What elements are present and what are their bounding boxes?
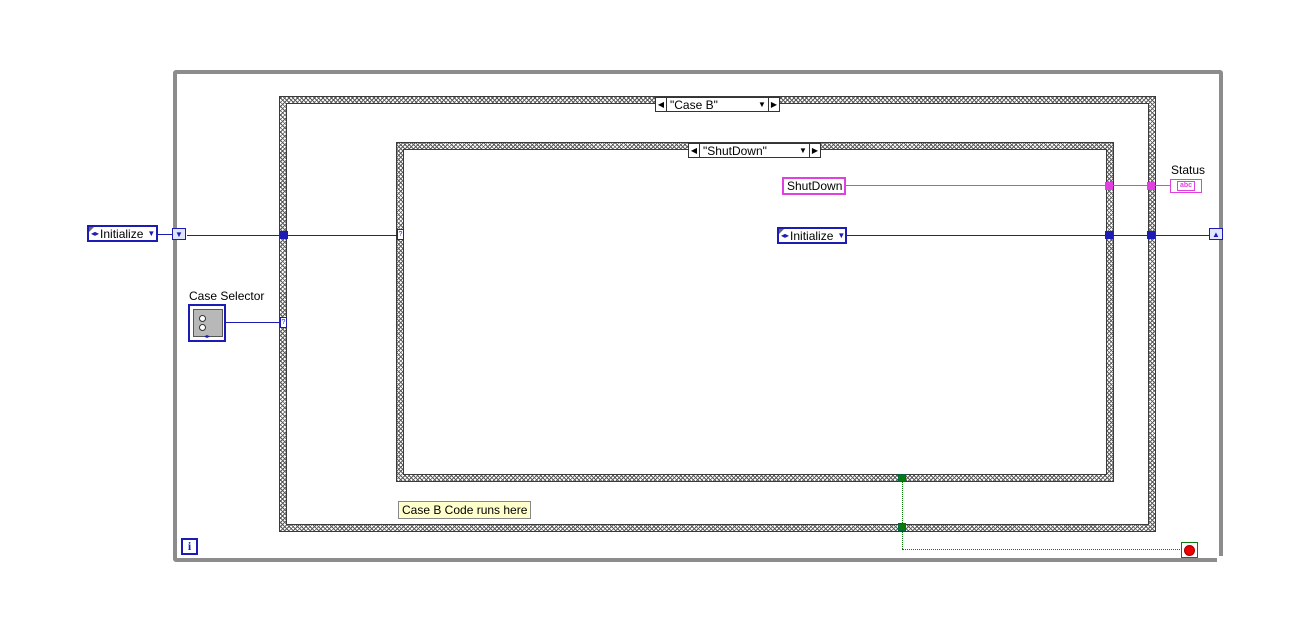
increment-case-arrow-icon[interactable]: ▶ [768,98,779,111]
tunnel-outer-enum-out[interactable] [1147,231,1155,239]
wire-status-string[interactable] [846,185,1170,186]
case-outer-selector-label[interactable]: ◀ "Case B" ▼ ▶ [655,97,780,112]
wire-case-selector[interactable] [224,322,282,323]
case-selector-terminal-outer[interactable]: ? [280,317,287,328]
case-structure-inner[interactable] [396,142,1114,482]
status-string-indicator[interactable]: abc [1170,179,1202,193]
case-inner-selector-label[interactable]: ◀ "ShutDown" ▼ ▶ [688,143,821,158]
case-selector-control[interactable]: ◂▸ [188,304,226,342]
case-selector-label: Case Selector [189,289,265,303]
wire-enum-in[interactable] [157,234,179,235]
tunnel-inner-bool-out[interactable] [898,474,906,482]
wire-enum-shift[interactable] [187,235,399,236]
chevron-down-icon[interactable]: ▼ [147,229,156,238]
wire-stop-vertical[interactable] [902,481,903,549]
radio-dot-icon [199,324,206,331]
tunnel-inner-enum-out[interactable] [1105,231,1113,239]
tunnel-outer-string-out[interactable] [1147,182,1155,190]
string-constant-shutdown[interactable]: ShutDown [782,177,846,195]
case-inner-selector-value: "ShutDown" [703,143,767,158]
enum-value: Initialize [790,228,834,243]
wire-stop-horizontal[interactable] [902,549,1182,550]
constant-corner-marker [89,227,94,232]
chevron-down-icon[interactable]: ▼ [758,100,766,109]
constant-corner-marker [779,229,784,234]
enum-value: Initialize [100,226,144,241]
enum-arrows-icon: ◂▸ [781,231,790,240]
status-indicator-label: Status [1171,163,1206,177]
tunnel-outer-bool-out[interactable] [898,523,906,531]
wire-enum-next[interactable] [846,235,1210,236]
tunnel-inner-string-out[interactable] [1105,182,1113,190]
radio-dot-icon [199,315,206,322]
ring-control-icon [193,309,223,337]
enum-constant-next-state[interactable]: ◂▸ Initialize ▼ [777,227,847,244]
chevron-down-icon[interactable]: ▼ [799,146,807,155]
while-loop [173,70,1223,562]
string-type-icon: abc [1176,181,1196,191]
case-outer-selector-value: "Case B" [670,97,718,112]
case-selector-terminal-inner[interactable]: ? [397,229,404,240]
decrement-case-arrow-icon[interactable]: ◀ [656,98,667,111]
decrement-case-arrow-icon[interactable]: ◀ [689,144,700,157]
tunnel-outer-enum-in[interactable] [280,231,288,239]
increment-case-arrow-icon[interactable]: ▶ [809,144,820,157]
enum-constant-initial-state[interactable]: ◂▸ Initialize ▼ [87,225,158,242]
chevron-down-icon[interactable]: ▼ [837,231,846,240]
case-structure-inner-diagram [403,149,1107,475]
enum-arrows-icon: ◂▸ [203,334,211,340]
loop-condition-terminal[interactable] [1181,542,1198,558]
while-loop-corner-gap [1217,556,1227,564]
stop-icon [1184,544,1195,556]
enum-arrows-icon: ◂▸ [91,229,100,238]
shift-register-left[interactable]: ▼ [172,228,186,240]
free-label-comment[interactable]: Case B Code runs here [398,501,532,519]
iteration-terminal-icon[interactable]: i [181,538,198,555]
shift-register-right[interactable]: ▲ [1209,228,1223,240]
